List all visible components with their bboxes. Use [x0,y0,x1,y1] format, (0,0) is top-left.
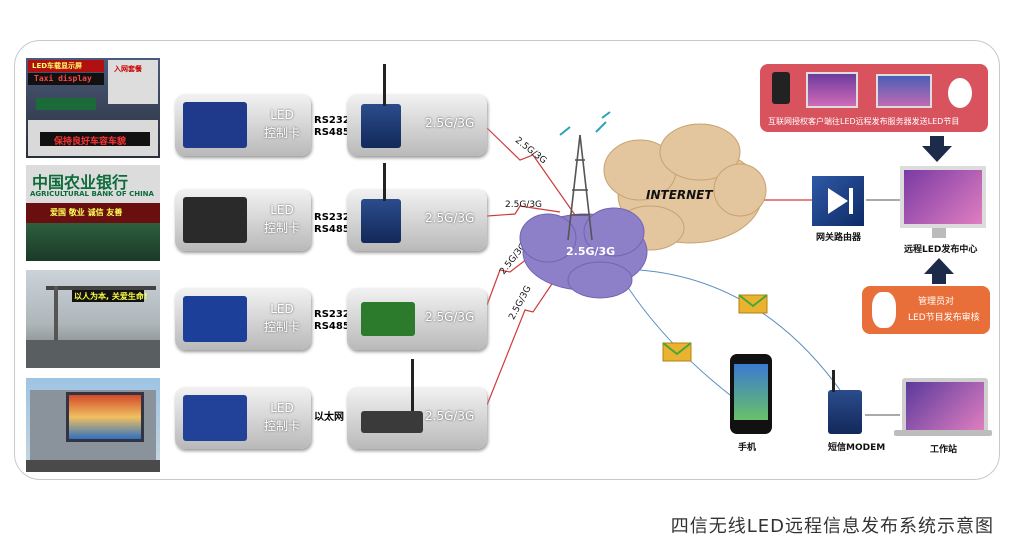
card-label-line2: 控制卡 [263,419,300,433]
network-label: 2.5G/3G [425,310,475,324]
taxi-top-text: LED车载显示屏 [32,62,83,70]
network-cloud-label: 2.5G/3G [566,245,616,258]
photo-taxi: LED车载显示屏 Taxi display 入网套餐 保持良好车容车貌 [26,58,160,158]
mascot-icon [948,78,972,108]
signal-icon [559,111,611,136]
admin-text-line2: LED节目发布审核 [908,313,980,323]
iface-line2: RS485 [314,321,350,332]
laptop-base [894,430,992,436]
internet-cloud [603,123,767,251]
card-label-line2: 控制卡 [263,126,300,140]
dtu-modem-icon [361,104,401,148]
network-label: 2.5G/3G [425,211,475,225]
diagram-caption: 四信无线LED远程信息发布系统示意图 [670,516,994,537]
taxi-bottom-text: 保持良好车容车貌 [54,137,127,147]
iface-line1: RS232 [314,212,350,223]
top-banner-text: 互联网授权客户端往LED远程发布服务器发送LED节目 [768,117,960,126]
top-banner: 互联网授权客户端往LED远程发布服务器发送LED节目 [760,64,988,132]
center-stand [932,228,946,238]
network-label: 2.5G/3G [425,409,475,423]
phone-icon [730,354,772,434]
photo-building-screen [26,378,160,472]
dtu-module-icon [361,302,415,336]
iphone-icon [772,72,790,104]
center-label: 远程LED发布中心 [904,245,978,255]
envelope-icon [738,294,768,314]
led-card-row3: LED 控制卡 [175,288,311,350]
card-label-line1: LED [270,108,294,122]
link-row2 [486,205,561,217]
photo-road: 以人为本, 关爱生命! [26,270,160,368]
led-card-row1: LED 控制卡 [175,94,311,156]
admin-text-line1: 管理员对 [918,297,955,307]
iface-line1: 以太网 [314,412,344,423]
internet-label: INTERNET [646,188,713,202]
envelope-icon [662,342,692,362]
led-card-row4: LED 控制卡 [175,387,311,449]
sms-modem-label: 短信MODEM [828,443,886,453]
taxi-mid-text: Taxi display [34,74,92,83]
network-label: 2.5G/3G [425,116,475,130]
down-arrow-icon [922,136,952,162]
led-control-board-icon [183,102,247,148]
photo-bank: 中国农业银行 AGRICULTURAL BANK OF CHINA 爱国 敬业 … [26,165,160,261]
workstation-laptop-icon [902,378,988,434]
phone-label: 手机 [738,443,757,453]
iface-row4: 以太网 [314,412,344,424]
bank-sign-text: 爱国 敬业 诚信 友善 [50,208,123,217]
card-label-line2: 控制卡 [263,320,300,334]
bank-en-text: AGRICULTURAL BANK OF CHINA [30,190,154,198]
card-label-line1: LED [270,401,294,415]
led-control-board-icon [183,197,247,243]
modem-antenna [832,370,835,392]
iface-line1: RS232 [314,115,350,126]
led-card-row2: LED 控制卡 [175,189,311,251]
modem-card-row4: 2.5G/3G [347,359,487,449]
laptop-icon [876,74,932,108]
modem-card-row2: 2.5G/3G [347,163,487,251]
modem-card-row3: 2.5G/3G [347,288,487,350]
dtu-modem-icon [361,199,401,243]
mascot-icon [872,292,896,328]
card-label-line2: 控制卡 [263,221,300,235]
up-arrow-icon [924,258,954,284]
modem-card-row1: 2.5G/3G [347,64,487,156]
sms-modem-icon [828,390,862,434]
card-label-line1: LED [270,203,294,217]
wireless-network-cloud [519,207,648,299]
gateway-label: 网关路由器 [816,233,862,243]
admin-box: 管理员对 LED节目发布审核 [862,286,990,334]
link-label-row2: 2.5G/3G [505,200,543,210]
road-sign-text: 以人为本, 关爱生命! [74,292,148,301]
led-control-board-icon [183,395,247,441]
center-monitor-icon [900,166,986,228]
monitor-icon [806,72,858,108]
link-row1 [486,127,576,216]
workstation-label: 工作站 [930,445,958,455]
tower-icon [567,134,593,241]
led-control-board-icon [183,296,247,342]
play-arrow-icon [828,188,853,214]
router-icon [361,411,423,433]
bank-cn-text: 中国农业银行 [32,173,129,192]
card-label-line1: LED [270,302,294,316]
link-cloud-phone [619,274,731,396]
iface-line2: RS485 [314,224,350,235]
iface-line1: RS232 [314,309,350,320]
link-row4 [486,271,561,406]
taxi-side-text: 入网套餐 [114,65,142,73]
iface-line2: RS485 [314,127,350,138]
